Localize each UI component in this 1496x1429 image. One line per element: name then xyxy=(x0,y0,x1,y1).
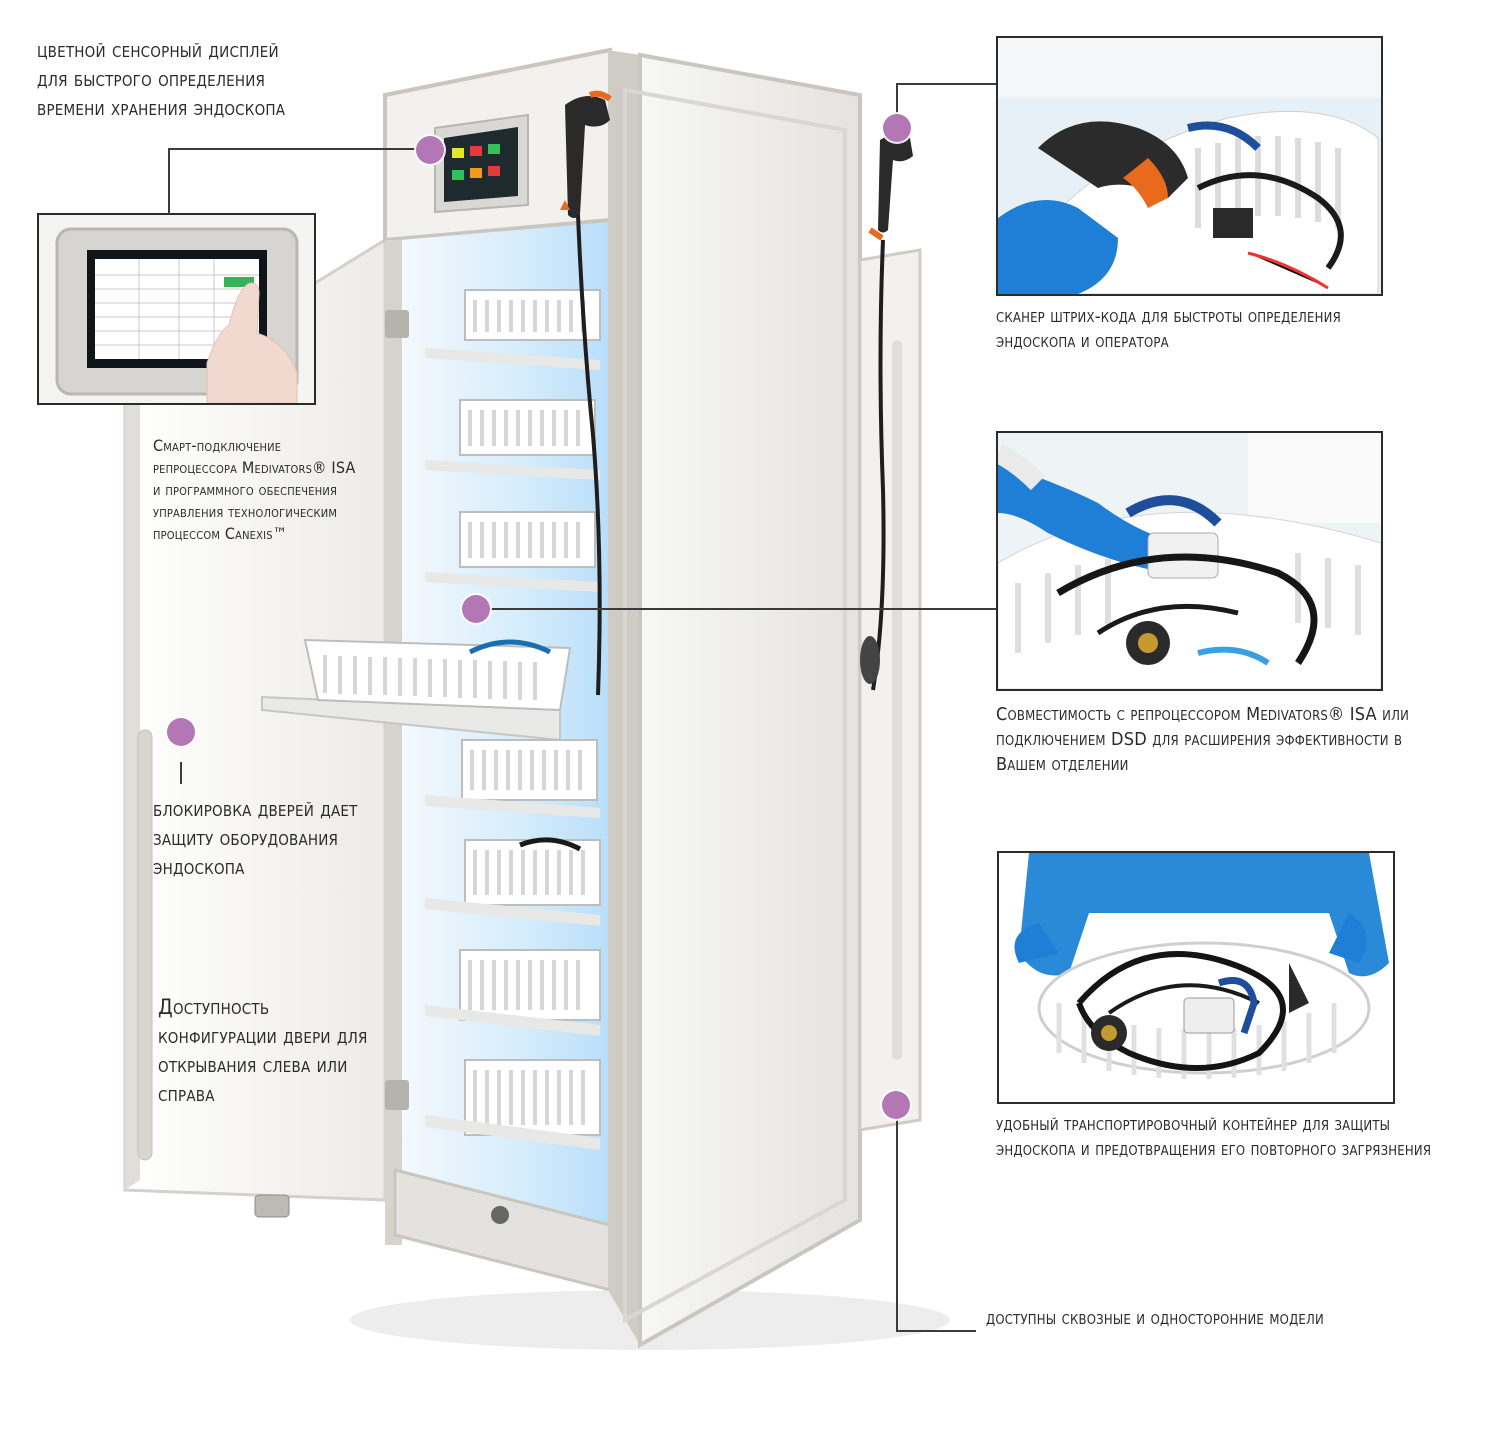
connector-display xyxy=(168,148,170,214)
caption-line: эндоскопа и предотвращения его повторног… xyxy=(996,1138,1432,1160)
caption-line: времени хранения эндоскопа xyxy=(37,95,286,120)
left-door xyxy=(123,237,387,1218)
touch-screen-icon xyxy=(434,113,529,214)
caption-line: для быстрого определения xyxy=(37,66,266,91)
basket-icon xyxy=(461,739,598,801)
caption-line: Доступность xyxy=(158,995,270,1019)
marker-scanner xyxy=(883,114,911,142)
lock-icon xyxy=(254,1194,290,1218)
caption-line: Цветной сенсорный дисплей xyxy=(37,38,279,62)
caption-line: открывания слева или xyxy=(158,1052,348,1077)
caption-lock: Блокировка дверей дает защиту оборудован… xyxy=(153,795,358,882)
connector-scanner-h xyxy=(896,83,996,85)
caption-line: Блокировка дверей дает xyxy=(153,797,358,821)
shelves xyxy=(261,289,601,1150)
caption-smart: Смарт-подключение репроцессора Medivator… xyxy=(153,435,356,545)
basket-icon xyxy=(459,399,596,456)
basket-icon xyxy=(464,1059,601,1136)
connector-display-h xyxy=(168,148,432,150)
door-handle-left xyxy=(137,729,153,1161)
marker-compat xyxy=(462,595,490,623)
caption-line: процессом Canexis™ xyxy=(153,524,288,544)
barcode-scanner-icon xyxy=(860,134,913,691)
caption-line: и программного обеспечения xyxy=(153,480,338,500)
basket-icon xyxy=(464,289,601,341)
basket-icon xyxy=(303,638,572,712)
caption-line: Совместимость с репроцессором Medivators… xyxy=(996,704,1410,725)
caption-line: конфигурации двери для xyxy=(158,1023,368,1048)
marker-display xyxy=(416,136,444,164)
caption-line: эндоскопа xyxy=(153,854,245,879)
display-closeup-photo xyxy=(37,213,316,405)
caption-models: Доступны сквозные и односторонние модели xyxy=(986,1307,1324,1332)
connector-models-h xyxy=(896,1330,976,1332)
basket-icon xyxy=(459,511,596,568)
caption-line: защиту оборудования xyxy=(153,825,339,850)
connector-lock xyxy=(180,762,182,784)
caption-line: Сканер штрих-кода для быстроты определен… xyxy=(996,306,1341,327)
caption-compat: Совместимость с репроцессором Medivators… xyxy=(996,703,1409,777)
caption-line: управления технологическим xyxy=(153,502,338,522)
caption-line: Вашем отделении xyxy=(996,753,1129,775)
basket-icon xyxy=(459,949,601,1021)
transport-container-photo xyxy=(997,851,1395,1104)
caption-line: подключением DSD для расширения эффектив… xyxy=(996,728,1403,750)
basket-icon xyxy=(464,837,601,906)
reprocessor-photo xyxy=(996,431,1383,691)
caption-line: Доступны сквозные и односторонние модели xyxy=(986,1308,1324,1329)
marker-models xyxy=(882,1091,910,1119)
marker-lock xyxy=(167,718,195,746)
caption-line: эндоскопа и оператора xyxy=(996,330,1169,352)
connector-models xyxy=(896,1110,898,1330)
barcode-scanner-icon xyxy=(560,90,612,696)
scanner-photo xyxy=(996,36,1383,296)
caption-line: Удобный транспортировочный контейнер для… xyxy=(996,1114,1391,1135)
connector-scanner xyxy=(896,83,898,123)
caption-config: Доступность конфигурации двери для откры… xyxy=(158,993,368,1109)
hinge-icon xyxy=(385,310,409,338)
caption-scanner: Сканер штрих-кода для быстроты определен… xyxy=(996,305,1341,355)
caption-line: справа xyxy=(158,1081,215,1106)
caption-line: репроцессора Medivators® ISA xyxy=(153,458,356,478)
caption-container: Удобный транспортировочный контейнер для… xyxy=(996,1113,1431,1163)
caption-display: Цветной сенсорный дисплей для быстрого о… xyxy=(37,36,285,123)
hinge-icon xyxy=(385,1080,409,1110)
caption-line: Смарт-подключение xyxy=(153,436,282,455)
connector-compat xyxy=(476,608,996,610)
